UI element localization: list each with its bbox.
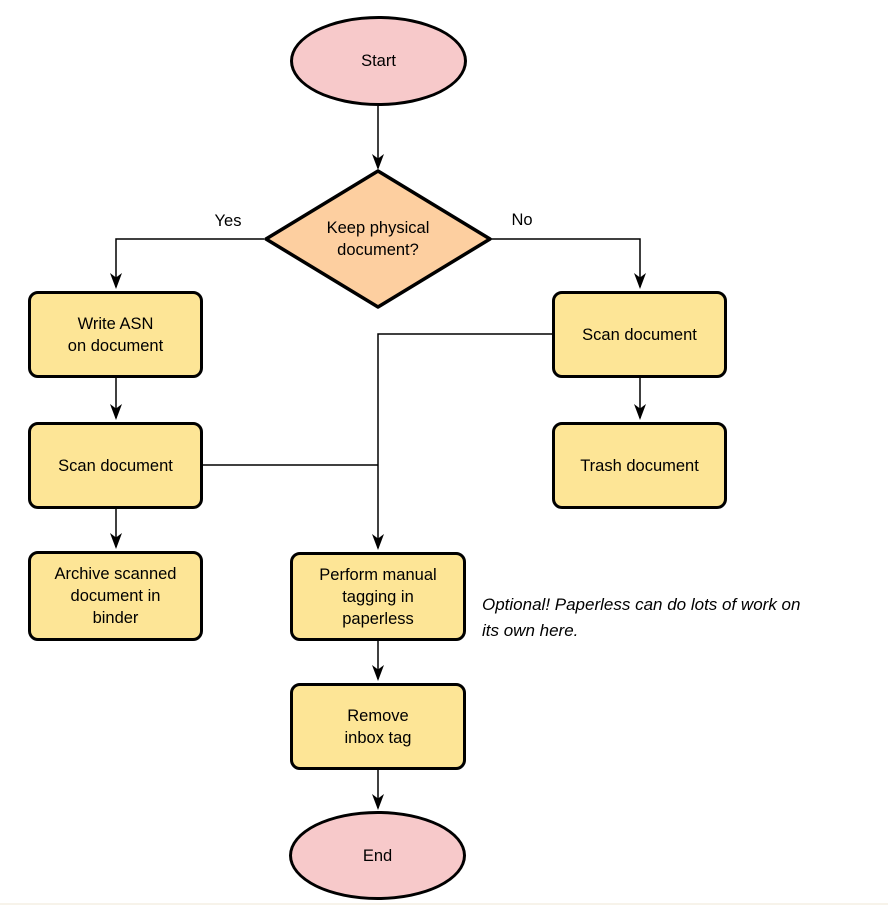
- decision-label: Keep physical document?: [326, 219, 430, 259]
- start-terminator: Start: [290, 16, 467, 106]
- end-terminator: End: [289, 811, 466, 900]
- end-label: End: [362, 846, 393, 865]
- decision-keep-physical-document: Keep physical document?: [296, 216, 460, 262]
- edge-decision-yes-to-write-asn: [110, 238, 264, 289]
- archive-label: Archive scanned document in binder: [54, 565, 177, 627]
- edge-label-yes: Yes: [214, 212, 242, 230]
- process-remove-inbox-tag: Remove inbox tag: [290, 683, 466, 770]
- decision-diamond-shape: [264, 169, 492, 309]
- scan-left-label: Scan document: [58, 456, 173, 475]
- edge-decision-no-to-scan-right: [490, 238, 646, 289]
- start-label: Start: [361, 52, 396, 70]
- process-write-asn-on-document: Write ASN on document: [28, 291, 203, 378]
- optional-note: Optional! Paperless can do lots of work …: [482, 595, 801, 640]
- process-archive-scanned-document: Archive scanned document in binder: [28, 551, 203, 641]
- process-scan-document-left: Scan document: [28, 422, 203, 509]
- process-perform-manual-tagging: Perform manual tagging in paperless: [290, 552, 466, 641]
- process-trash-document: Trash document: [552, 422, 727, 509]
- scan-right-label: Scan document: [582, 325, 697, 344]
- trash-label: Trash document: [580, 456, 699, 475]
- bottom-edge-line: [0, 903, 888, 905]
- write-asn-label: Write ASN on document: [67, 314, 164, 355]
- remove-inbox-label: Remove inbox tag: [344, 706, 412, 747]
- edge-scan-right-to-tagging: [372, 333, 552, 550]
- process-scan-document-right: Scan document: [552, 291, 727, 378]
- tagging-label: Perform manual tagging in paperless: [319, 565, 437, 628]
- edge-label-no: No: [511, 211, 533, 229]
